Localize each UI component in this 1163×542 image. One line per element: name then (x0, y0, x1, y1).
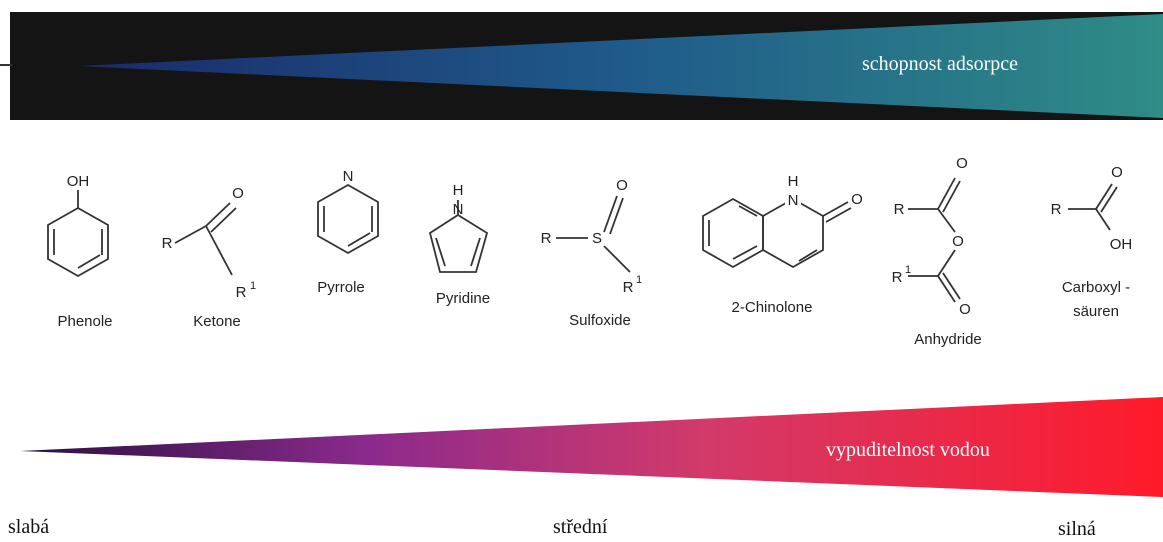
sulfoxide-r1-label: R (623, 279, 634, 296)
scale-label-strong: silná (1058, 518, 1096, 540)
ketone-structure: O R R 1 Ketone (162, 185, 256, 330)
sulfoxide-structure: O R S R 1 Sulfoxide (541, 177, 642, 329)
sulfoxide-r1-superscript: 1 (636, 274, 642, 286)
pyrrole-structure: N Pyrrole (317, 168, 379, 296)
pyridine-name: Pyridine (436, 290, 490, 307)
sulfoxide-o-label: O (616, 177, 628, 194)
adsorption-wedge (78, 14, 1163, 118)
chinolone-h-label: H (788, 173, 799, 190)
carboxyl-name-line2: säuren (1073, 303, 1119, 320)
pyridine-structure: H N Pyridine (428, 182, 490, 307)
anhydride-r-label: R (894, 201, 905, 218)
anhydride-o-bottom-label: O (959, 301, 971, 318)
adsorption-label: schopnost adsorpce (862, 53, 1018, 75)
carboxyl-oh-label: OH (1110, 236, 1133, 253)
ketone-o-label: O (232, 185, 244, 202)
pyridine-n-label: N (453, 201, 464, 218)
anhydride-name: Anhydride (914, 331, 982, 348)
water-displacement-bar: vypuditelnost vodou (20, 397, 1163, 497)
scale-label-middle: střední (553, 516, 608, 538)
pyridine-h-label: H (453, 182, 464, 199)
carboxyl-o-label: O (1111, 164, 1123, 181)
pyrrole-n-label: N (343, 168, 354, 185)
sulfoxide-r-label: R (541, 230, 552, 247)
anhydride-structure: O R O R 1 O Anhydride (892, 155, 982, 348)
water-displacement-wedge (20, 397, 1163, 497)
scale-label-weak: slabá (8, 516, 49, 538)
ketone-r-label: R (162, 235, 173, 252)
carboxyl-r-label: R (1051, 201, 1062, 218)
ketone-r1-label: R (236, 284, 247, 301)
carboxyl-structure: O R OH Carboxyl - säuren (1051, 164, 1133, 320)
sulfoxide-name: Sulfoxide (569, 312, 631, 329)
chinolone-name: 2-Chinolone (732, 299, 813, 316)
sulfoxide-s-label: S (592, 230, 602, 247)
phenol-oh-label: OH (67, 173, 90, 190)
chinolone-n-label: N (788, 192, 799, 209)
chinolone-o-label: O (851, 191, 863, 208)
ketone-r1-superscript: 1 (250, 280, 256, 292)
anhydride-o-bridge-label: O (952, 233, 964, 250)
adsorption-bar: schopnost adsorpce (0, 12, 1163, 120)
carboxyl-name-line1: Carboxyl - (1062, 279, 1130, 296)
water-displacement-label: vypuditelnost vodou (826, 439, 990, 461)
phenol-name: Phenole (57, 313, 112, 330)
anhydride-o-top-label: O (956, 155, 968, 172)
ketone-name: Ketone (193, 313, 241, 330)
chinolone-structure: H N O 2-Chinolone (702, 173, 863, 316)
anhydride-r1-label: R (892, 269, 903, 286)
pyrrole-name: Pyrrole (317, 279, 365, 296)
phenol-structure: OH Phenole (47, 173, 113, 330)
anhydride-r1-superscript: 1 (905, 264, 911, 276)
